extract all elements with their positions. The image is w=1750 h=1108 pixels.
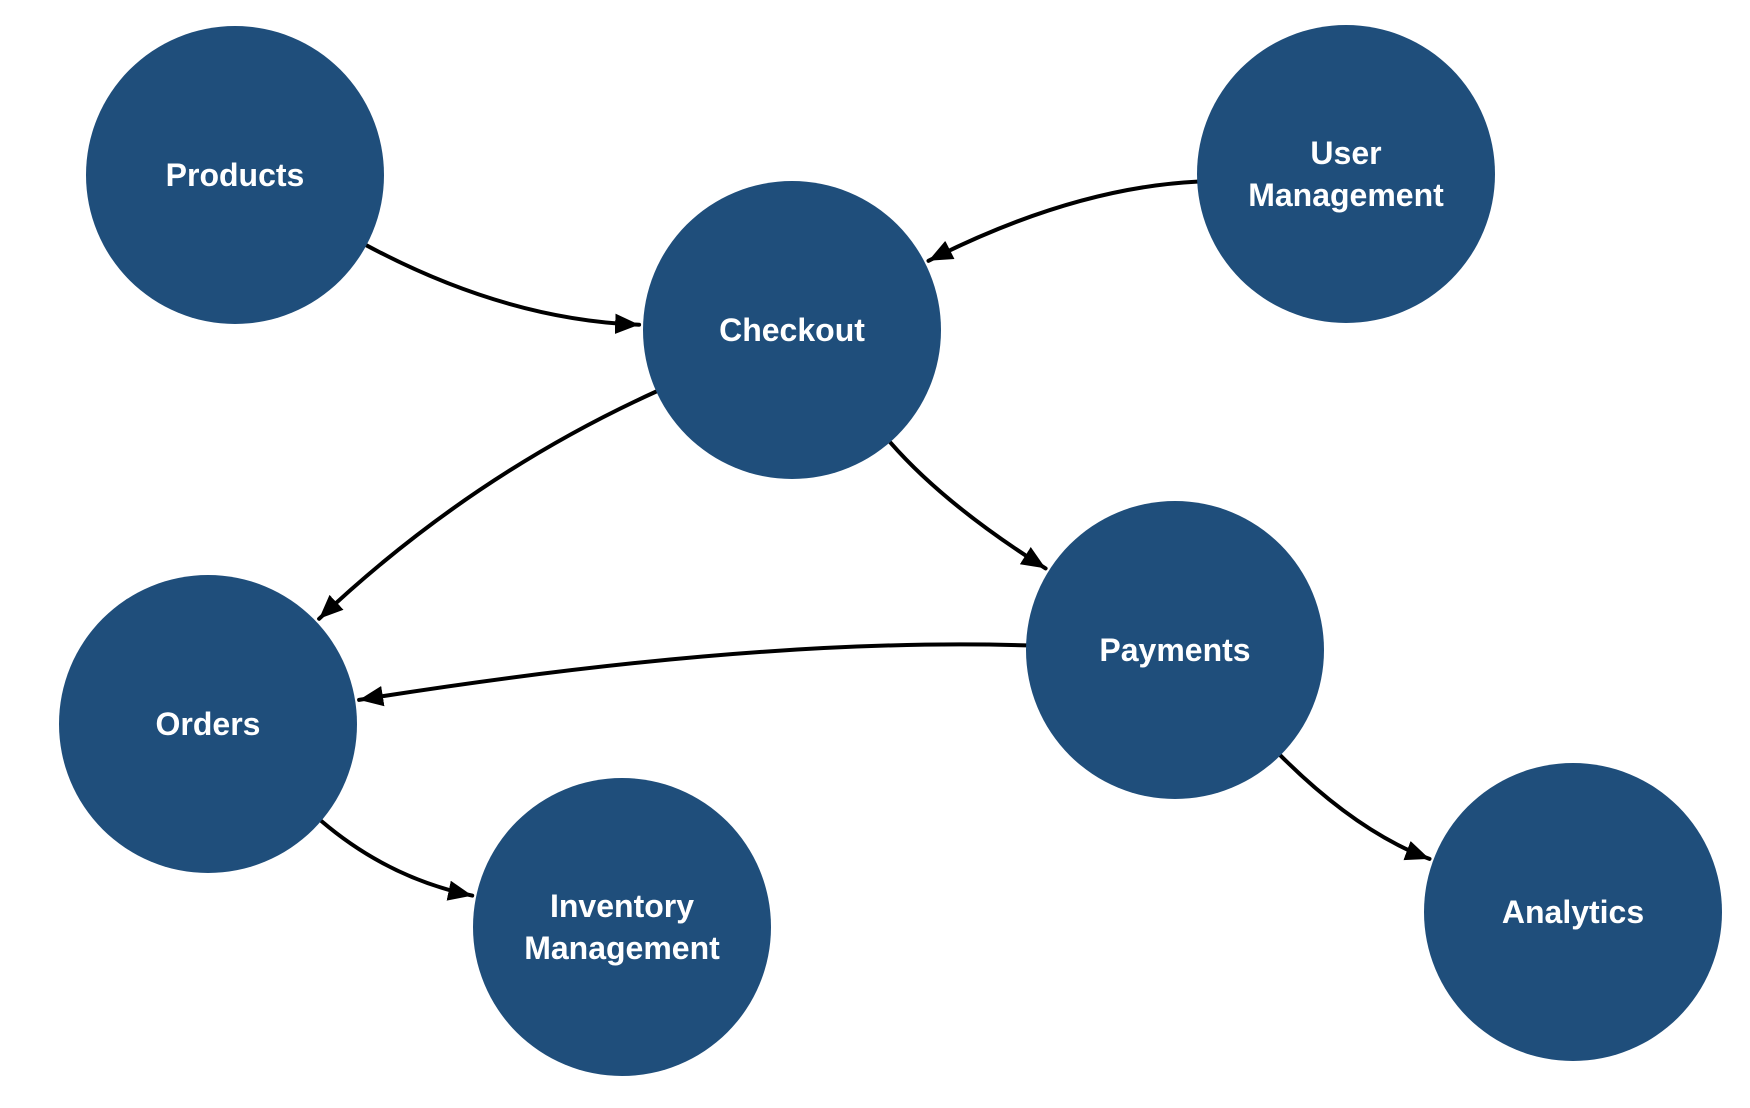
edge-checkout-to-orders	[317, 389, 659, 621]
node-label-payments: Payments	[1099, 632, 1250, 668]
edge-orders-to-inventory-management	[319, 818, 475, 901]
node-circle-checkout[interactable]	[643, 181, 941, 479]
edge-payments-to-analytics	[1278, 753, 1432, 861]
node-label-orders: Orders	[156, 706, 261, 742]
node-payments[interactable]: Payments	[1026, 501, 1324, 799]
edge-products-to-checkout	[364, 243, 642, 335]
node-label-line: Inventory	[550, 888, 694, 924]
node-circle-orders[interactable]	[59, 575, 357, 873]
node-label-analytics: Analytics	[1502, 894, 1644, 930]
node-label-line: User	[1310, 135, 1381, 171]
node-label-line: Management	[524, 930, 720, 966]
node-label-checkout: Checkout	[719, 312, 865, 348]
edge-checkout-to-payments	[888, 440, 1048, 571]
node-products[interactable]: Products	[86, 26, 384, 324]
node-circle-analytics[interactable]	[1424, 763, 1722, 1061]
node-label-line: Orders	[156, 706, 261, 742]
edge-user-management-to-checkout	[926, 179, 1200, 263]
node-analytics[interactable]: Analytics	[1424, 763, 1722, 1061]
node-label-line: Management	[1248, 177, 1444, 213]
node-label-line: Analytics	[1502, 894, 1644, 930]
node-orders[interactable]: Orders	[59, 575, 357, 873]
node-circle-user-management[interactable]	[1197, 25, 1495, 323]
edge-payments-to-orders	[357, 642, 1029, 707]
node-circle-inventory-management[interactable]	[473, 778, 771, 1076]
edges-layer	[317, 179, 1432, 901]
node-label-products: Products	[166, 157, 305, 193]
node-label-line: Payments	[1099, 632, 1250, 668]
node-circle-payments[interactable]	[1026, 501, 1324, 799]
node-label-line: Checkout	[719, 312, 865, 348]
node-checkout[interactable]: Checkout	[643, 181, 941, 479]
node-label-line: Products	[166, 157, 305, 193]
node-circle-products[interactable]	[86, 26, 384, 324]
